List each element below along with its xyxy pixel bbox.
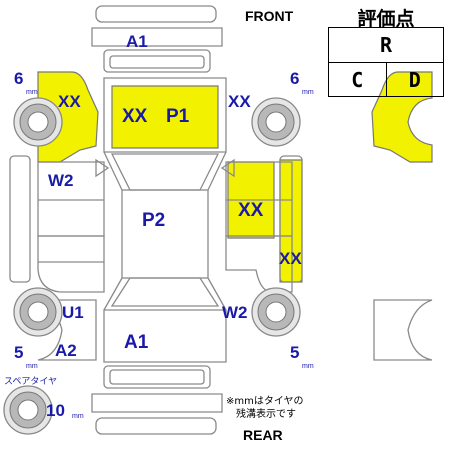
front-right-tread: 6 <box>290 69 299 88</box>
front-left-unit: mm <box>26 89 38 96</box>
code-roof: P2 <box>142 210 165 231</box>
rear-right-unit: mm <box>302 363 314 370</box>
code-hood-left: XX <box>122 106 148 127</box>
rear-left-tread: 5 <box>14 343 23 362</box>
spare-tire-label: スペアタイヤ <box>4 376 57 387</box>
code-left-front-door: W2 <box>48 171 74 190</box>
front-right-unit: mm <box>302 89 314 96</box>
spare-tread: 10 <box>46 401 65 420</box>
code-hood-right: P1 <box>166 106 190 127</box>
code-right-rocker: XX <box>279 249 302 268</box>
car-outline <box>9 5 433 435</box>
rear-label: REAR <box>243 427 283 443</box>
hood-panel <box>111 85 219 149</box>
grade-table: R C D <box>328 27 444 97</box>
front-label: FRONT <box>245 8 294 24</box>
code-left-rear-quarter: U1 <box>62 303 84 322</box>
spare-tire <box>3 385 53 435</box>
code-front-right-fender: XX <box>228 92 251 111</box>
code-right-rear-door: XX <box>238 200 264 221</box>
rear-left-unit: mm <box>26 363 38 370</box>
rear-left-tire <box>13 287 63 337</box>
tires <box>3 97 301 435</box>
rear-right-tire <box>251 287 301 337</box>
spare-unit: mm <box>72 413 84 420</box>
grade-overall-row: R <box>329 28 443 63</box>
code-rear-panel: A1 <box>124 332 149 353</box>
front-left-tread: 6 <box>14 69 23 88</box>
note-line-2: 残溝表示です <box>236 407 296 420</box>
code-rear-right-quarter: W2 <box>222 303 248 322</box>
front-right-tire <box>251 97 301 147</box>
grade-title: 評価点 <box>357 8 415 30</box>
code-rear-left-corner: A2 <box>55 341 77 360</box>
note-line-1: ※mmはタイヤの <box>226 395 304 407</box>
grade-overall: R <box>379 33 393 57</box>
front-left-tire <box>13 97 63 147</box>
grade-detail-row: C D <box>329 63 443 97</box>
front-right-fender-panel <box>371 71 433 163</box>
grade-interior: C <box>351 68 364 92</box>
code-front-left-fender: XX <box>58 92 81 111</box>
rear-right-tread: 5 <box>290 343 299 362</box>
grade-exterior: D <box>385 63 444 97</box>
code-front-bumper: A1 <box>126 32 148 51</box>
